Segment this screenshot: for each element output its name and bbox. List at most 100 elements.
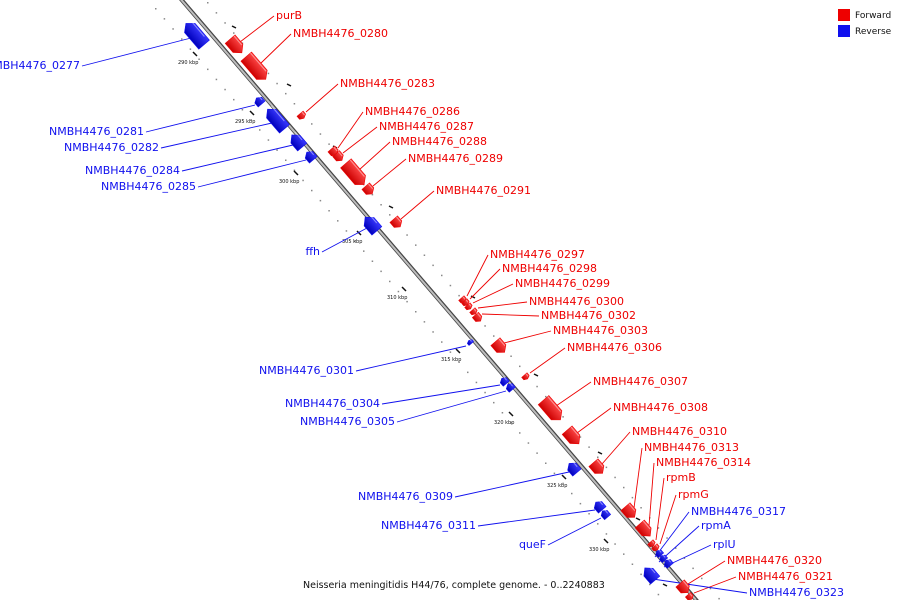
gene-NMBH4476_0281[interactable] <box>253 95 266 108</box>
gene-label[interactable]: NMBH4476_0303 <box>553 324 648 337</box>
gene-label[interactable]: NMBH4476_0283 <box>340 77 435 90</box>
gene-forward-arrow[interactable] <box>240 51 271 84</box>
gene-reverse-arrow[interactable] <box>181 19 210 50</box>
gene-NMBH4476_0302[interactable] <box>471 311 483 323</box>
gene-forward-arrow[interactable] <box>464 302 474 311</box>
gene-NMBH4476_0300[interactable] <box>469 307 479 316</box>
gene-label[interactable]: NMBH4476_0314 <box>656 456 751 469</box>
gene-label[interactable]: NMBH4476_0321 <box>738 570 833 583</box>
gene-label[interactable]: NMBH4476_0311 <box>381 519 476 532</box>
gene-label[interactable]: ffh <box>305 245 320 258</box>
gene-forward-arrow[interactable] <box>521 372 531 381</box>
gene-label[interactable]: NMBH4476_0317 <box>691 505 786 518</box>
gene-reverse-arrow[interactable] <box>592 499 607 514</box>
gene-label[interactable]: NMBH4476_0304 <box>285 397 380 410</box>
gene-NMBH4476_0283[interactable] <box>296 110 307 121</box>
gene-NMBH4476_0301[interactable] <box>466 339 475 346</box>
gene-NMBH4476_0284[interactable] <box>287 131 308 152</box>
gene-NMBH4476_0287[interactable] <box>332 150 346 164</box>
gene-forward-arrow[interactable] <box>537 395 566 425</box>
gene-NMBH4476_0277[interactable] <box>181 19 210 50</box>
gene-forward-arrow[interactable] <box>332 150 346 164</box>
gene-label[interactable]: NMBH4476_0300 <box>529 295 624 308</box>
gene-label[interactable]: purB <box>276 9 302 22</box>
gene-label[interactable]: NMBH4476_0320 <box>727 554 822 567</box>
gene-label[interactable]: NMBH4476_0280 <box>293 27 388 40</box>
gene-NMBH4476_0314[interactable] <box>634 519 655 540</box>
gene-label[interactable]: NMBH4476_0289 <box>408 152 503 165</box>
gene-NMBH4476_0323[interactable] <box>640 564 661 585</box>
gene-forward-arrow[interactable] <box>296 110 307 121</box>
gene-label[interactable]: NMBH4476_0287 <box>379 120 474 133</box>
gene-reverse-arrow[interactable] <box>658 553 669 563</box>
gene-label[interactable]: NMBH4476_0282 <box>64 141 159 154</box>
gene-NMBH4476_0309[interactable] <box>565 460 582 477</box>
gene-NMBH4476_0305[interactable] <box>505 382 516 393</box>
gene-NMBH4476_0313[interactable] <box>620 502 639 521</box>
gene-forward-arrow[interactable] <box>634 519 655 540</box>
gene-forward-arrow[interactable] <box>490 337 509 356</box>
gene-NMBH4476_0317[interactable] <box>654 548 665 558</box>
gene-NMBH4476_0299[interactable] <box>464 302 474 311</box>
gene-NMBH4476_0288[interactable] <box>340 158 370 189</box>
gene-forward-arrow[interactable] <box>561 425 584 448</box>
gene-forward-arrow[interactable] <box>224 34 247 57</box>
gene-NMBH4476_0303[interactable] <box>490 337 509 356</box>
gene-reverse-arrow[interactable] <box>599 508 612 521</box>
gene-forward-arrow[interactable] <box>651 543 661 552</box>
gene-reverse-arrow[interactable] <box>499 376 510 387</box>
gene-label[interactable]: NMBH4476_0299 <box>515 277 610 290</box>
gene-label[interactable]: NMBH4476_0286 <box>365 105 460 118</box>
gene-NMBH4476_0291[interactable] <box>389 215 404 230</box>
gene-label[interactable]: NMBH4476_0277 <box>0 59 80 72</box>
gene-rpmB[interactable] <box>647 539 657 548</box>
gene-label[interactable]: NMBH4476_0308 <box>613 401 708 414</box>
gene-reverse-arrow[interactable] <box>303 149 318 164</box>
gene-forward-arrow[interactable] <box>461 298 471 307</box>
gene-label[interactable]: NMBH4476_0291 <box>436 184 531 197</box>
gene-ffh[interactable] <box>360 213 383 236</box>
gene-label[interactable]: NMBH4476_0284 <box>85 164 180 177</box>
gene-purB[interactable] <box>224 34 247 57</box>
gene-NMBH4476_0285[interactable] <box>303 149 318 164</box>
gene-NMBH4476_0320[interactable] <box>675 579 692 596</box>
gene-NMBH4476_0307[interactable] <box>537 395 566 425</box>
gene-NMBH4476_0282[interactable] <box>263 105 290 134</box>
gene-reverse-arrow[interactable] <box>360 213 383 236</box>
gene-forward-arrow[interactable] <box>340 158 370 189</box>
gene-label[interactable]: NMBH4476_0281 <box>49 125 144 138</box>
gene-reverse-arrow[interactable] <box>640 564 661 585</box>
gene-reverse-arrow[interactable] <box>663 558 674 569</box>
gene-NMBH4476_0298[interactable] <box>461 298 471 307</box>
gene-forward-arrow[interactable] <box>469 307 479 316</box>
gene-reverse-arrow[interactable] <box>654 548 665 558</box>
gene-label[interactable]: NMBH4476_0288 <box>392 135 487 148</box>
gene-label[interactable]: NMBH4476_0309 <box>358 490 453 503</box>
gene-reverse-arrow[interactable] <box>505 382 516 393</box>
gene-reverse-arrow[interactable] <box>263 105 290 134</box>
gene-rpmA[interactable] <box>658 553 669 563</box>
gene-label[interactable]: rpmA <box>701 519 731 532</box>
gene-reverse-arrow[interactable] <box>565 460 582 477</box>
gene-label[interactable]: NMBH4476_0313 <box>644 441 739 454</box>
gene-NMBH4476_0304[interactable] <box>499 376 510 387</box>
gene-NMBH4476_0308[interactable] <box>561 425 584 448</box>
gene-reverse-arrow[interactable] <box>466 339 475 346</box>
gene-forward-arrow[interactable] <box>588 458 607 477</box>
gene-label[interactable]: NMBH4476_0298 <box>502 262 597 275</box>
gene-NMBH4476_0306[interactable] <box>521 372 531 381</box>
gene-label[interactable]: rpmB <box>666 471 696 484</box>
gene-label[interactable]: NMBH4476_0323 <box>749 586 844 599</box>
gene-reverse-arrow[interactable] <box>253 95 266 108</box>
gene-forward-arrow[interactable] <box>471 311 483 323</box>
gene-forward-arrow[interactable] <box>620 502 639 521</box>
gene-label[interactable]: NMBH4476_0307 <box>593 375 688 388</box>
gene-label[interactable]: rplU <box>713 538 736 551</box>
gene-label[interactable]: NMBH4476_0297 <box>490 248 585 261</box>
gene-queF[interactable] <box>599 508 612 521</box>
gene-NMBH4476_0280[interactable] <box>240 51 271 84</box>
gene-NMBH4476_0311[interactable] <box>592 499 607 514</box>
gene-label[interactable]: NMBH4476_0310 <box>632 425 727 438</box>
gene-forward-arrow[interactable] <box>675 579 692 596</box>
gene-rplU[interactable] <box>663 558 674 569</box>
